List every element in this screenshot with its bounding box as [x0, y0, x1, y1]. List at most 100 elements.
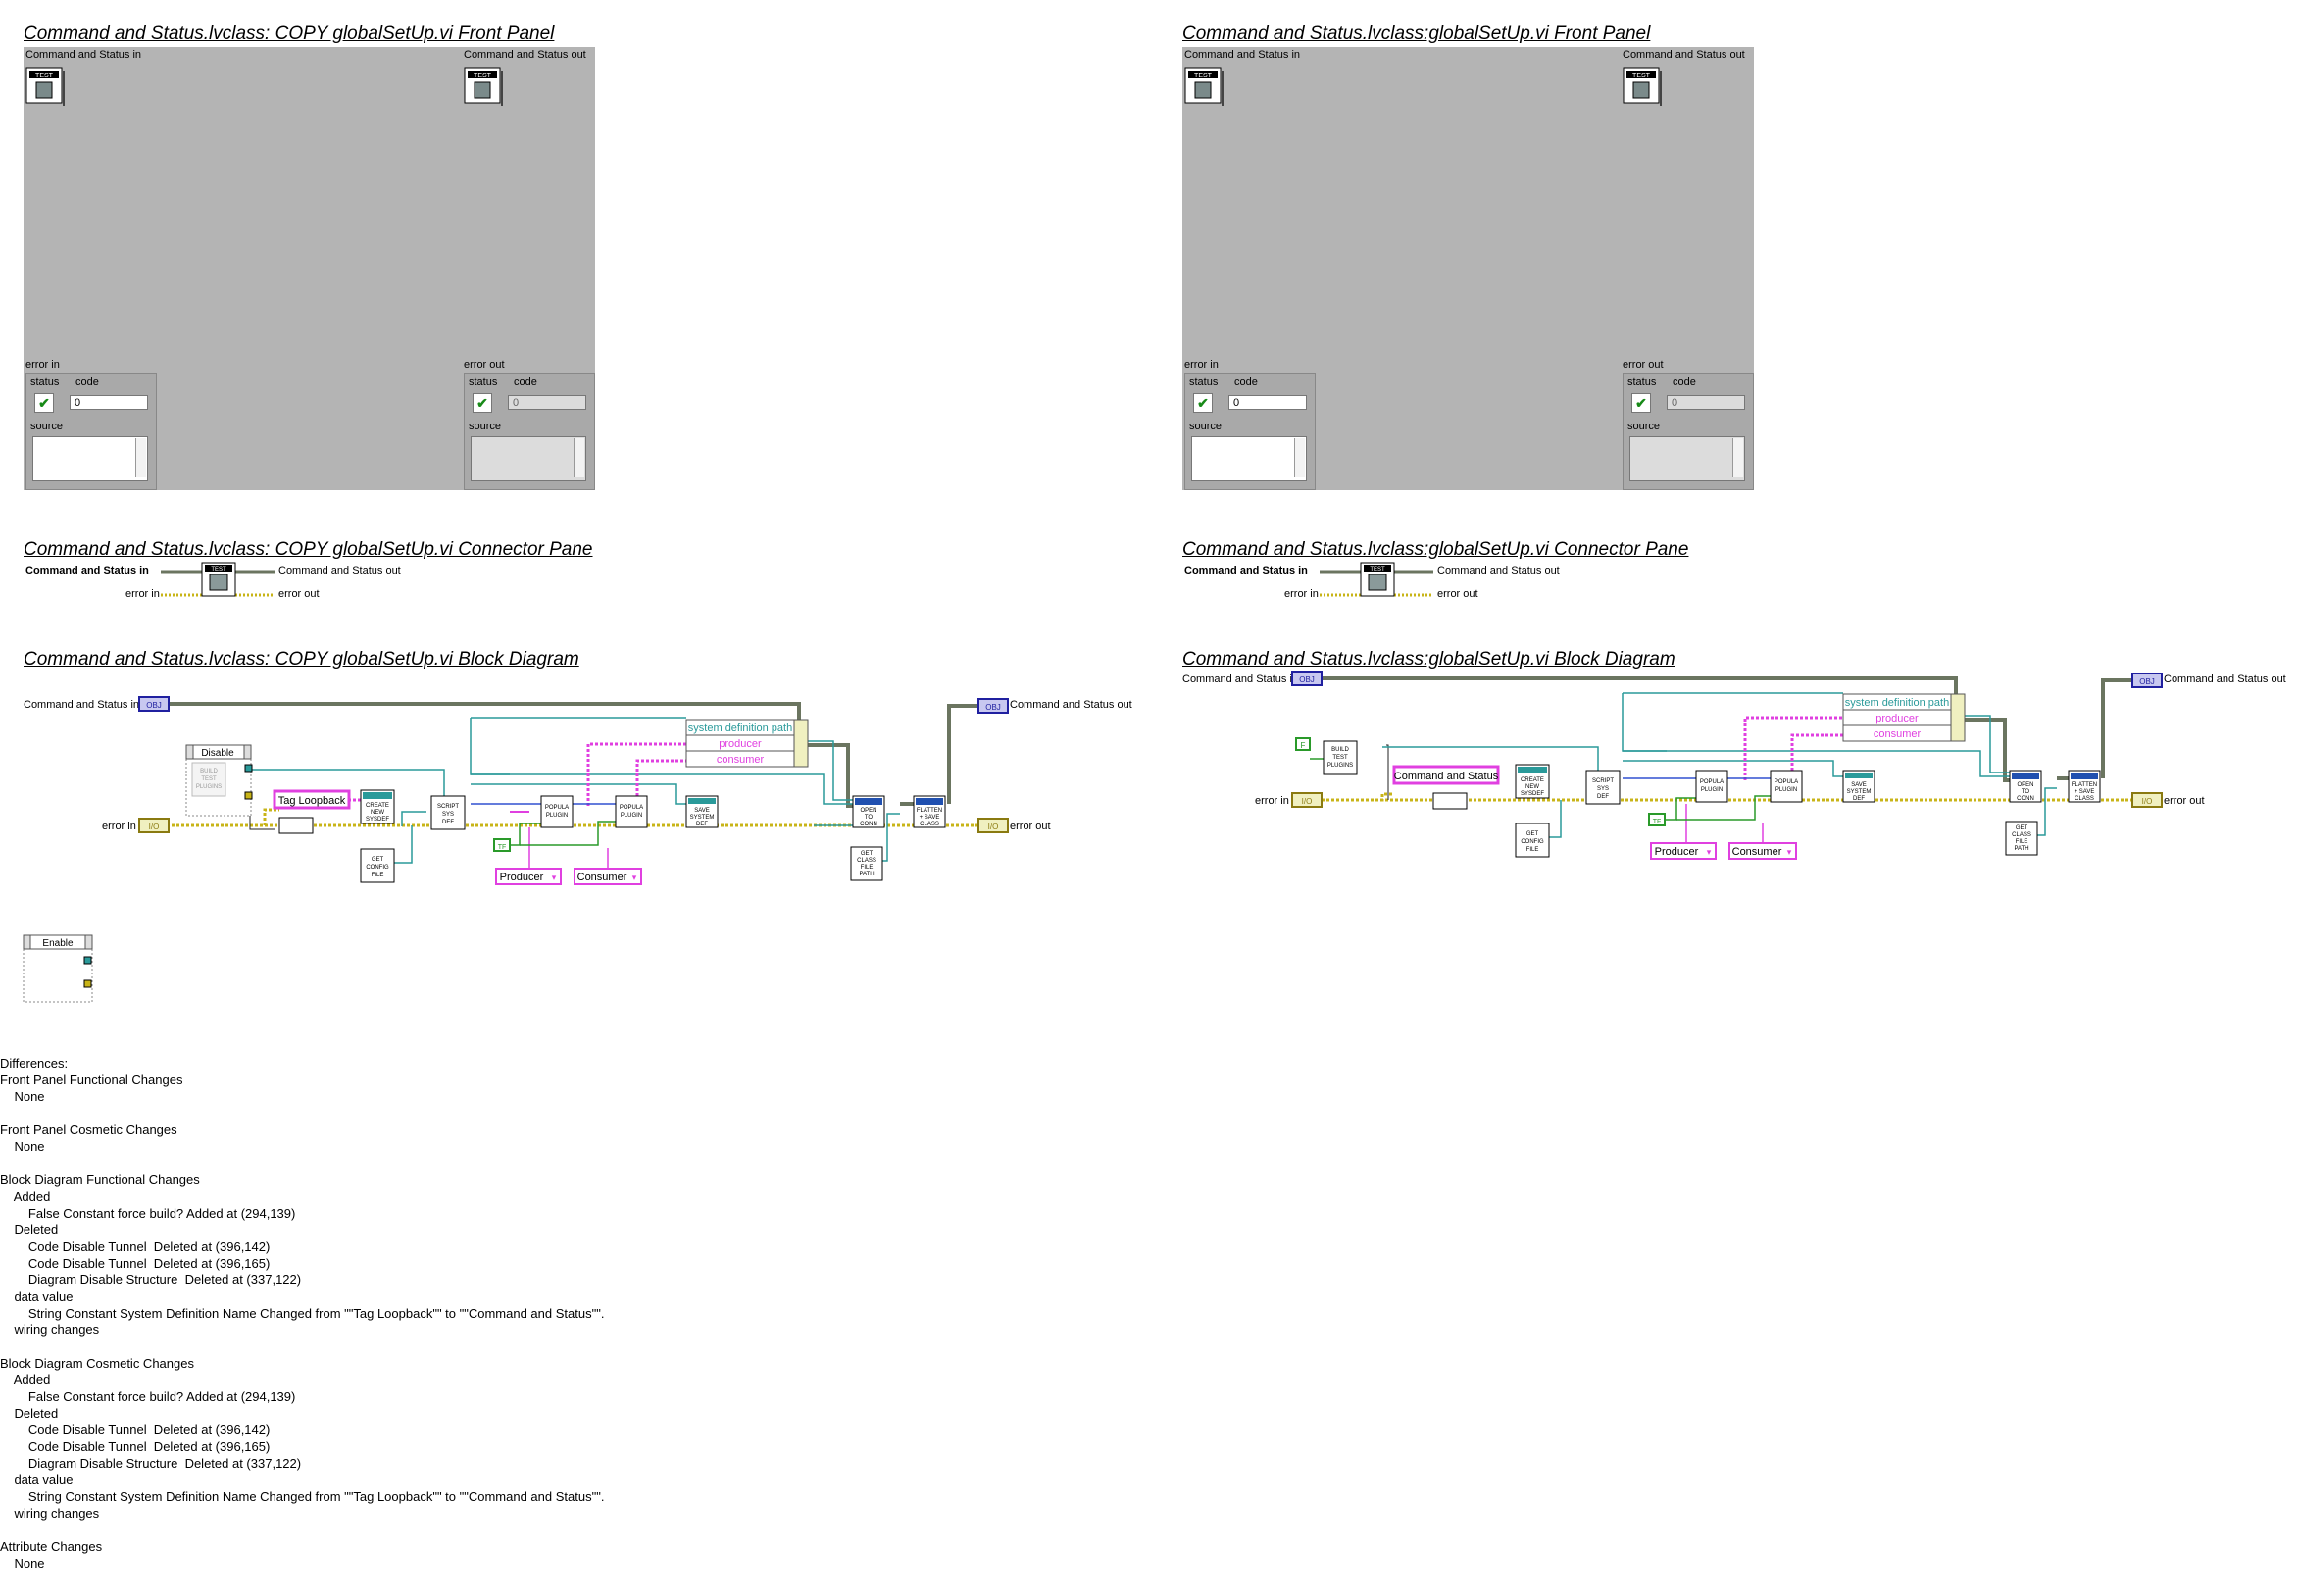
difference-line — [0, 1155, 604, 1172]
merge-errors-node[interactable] — [1432, 792, 1468, 810]
error-out-terminal[interactable]: I/O — [977, 818, 1009, 833]
source-field[interactable] — [32, 436, 148, 481]
consumer-enum[interactable]: Consumer▾ — [1728, 842, 1797, 860]
svg-text:CREATE: CREATE — [366, 803, 389, 809]
svg-text:PATH: PATH — [2014, 846, 2028, 852]
code-field[interactable]: 0 — [70, 395, 148, 410]
source-label: source — [1189, 421, 1223, 432]
left-front-panel: Command and Status in TEST Command and S… — [24, 47, 595, 490]
svg-text:producer: producer — [1875, 713, 1919, 724]
cp-wires: TEST — [1320, 562, 1433, 597]
false-constant[interactable]: F — [1295, 737, 1311, 751]
svg-text:TEST: TEST — [1332, 755, 1348, 761]
cmd-out-terminal[interactable]: OBJ — [977, 698, 1009, 714]
consumer-enum[interactable]: Consumer▾ — [574, 868, 642, 885]
status-check-icon[interactable]: ✔ — [1193, 393, 1213, 413]
error-in-terminal[interactable]: I/O — [1291, 792, 1323, 808]
svg-text:Consumer: Consumer — [577, 872, 627, 883]
difference-line: wiring changes — [0, 1322, 100, 1337]
status-label: status — [1189, 376, 1219, 388]
svg-text:Tag Loopback: Tag Loopback — [278, 795, 346, 807]
svg-text:GET: GET — [372, 857, 384, 863]
svg-text:TEST: TEST — [1370, 567, 1385, 573]
svg-text:producer: producer — [719, 738, 762, 750]
merge-errors-node[interactable] — [278, 817, 314, 834]
source-label: source — [1627, 421, 1661, 432]
error-out-terminal[interactable]: I/O — [2131, 792, 2163, 808]
difference-line: data value — [0, 1289, 74, 1304]
svg-text:TEST: TEST — [35, 73, 54, 79]
differences-list: Differences:Front Panel Functional Chang… — [0, 1055, 604, 1571]
source-field[interactable] — [1191, 436, 1307, 481]
svg-text:POPULA: POPULA — [620, 805, 643, 811]
diagram-disable-structure[interactable]: Disable BUILD TEST PLUGINS — [185, 744, 253, 817]
svg-text:▾: ▾ — [1707, 847, 1712, 857]
cmd-in-terminal[interactable]: OBJ — [1291, 671, 1323, 686]
svg-text:SCRIPT: SCRIPT — [437, 804, 459, 810]
enable-subdiagram[interactable]: Enable — [23, 934, 93, 1003]
cmd-in-control-icon[interactable]: TEST — [25, 67, 65, 106]
cp-error-out-label: error out — [278, 588, 320, 600]
cp-error-out-label: error out — [1437, 588, 1478, 600]
cmd-in-control-icon[interactable]: TEST — [1184, 67, 1224, 106]
enable-selector: Enable — [42, 938, 74, 949]
svg-text:TF: TF — [498, 844, 507, 851]
difference-line: Code Disable Tunnel Deleted at (396,142) — [0, 1422, 271, 1437]
error-in-cluster: status code ✔ 0 source — [25, 373, 157, 490]
svg-text:SYSTEM: SYSTEM — [690, 815, 715, 821]
command-and-status-constant[interactable]: Command and Status — [1392, 765, 1500, 785]
svg-text:+ SAVE: + SAVE — [920, 815, 940, 821]
source-field — [1629, 436, 1745, 481]
svg-text:POPULA: POPULA — [1775, 779, 1798, 785]
error-in-terminal[interactable]: I/O — [138, 818, 170, 833]
status-check-icon[interactable]: ✔ — [34, 393, 54, 413]
error-in-cluster: status code ✔ 0 source — [1184, 373, 1316, 490]
difference-line: String Constant System Definition Name C… — [0, 1306, 605, 1321]
svg-text:OPEN: OPEN — [860, 808, 876, 814]
right-bd-title: Command and Status.lvclass:globalSetUp.v… — [1182, 649, 1675, 670]
svg-text:TEST: TEST — [1194, 73, 1213, 79]
producer-enum[interactable]: Producer ▾ — [1650, 842, 1717, 860]
true-constant[interactable]: TF — [1648, 813, 1666, 826]
tag-loopback-constant[interactable]: Tag Loopback — [273, 789, 351, 810]
svg-text:SYS: SYS — [1597, 786, 1609, 792]
sysdef-bundle-node[interactable]: system definition path producer consumer — [685, 719, 809, 768]
svg-text:Producer: Producer — [1655, 846, 1699, 858]
svg-text:GET: GET — [2016, 825, 2028, 831]
cmd-in-terminal[interactable]: OBJ — [138, 696, 170, 712]
sysdef-bundle-node[interactable]: system definition path producer consumer — [1842, 693, 1966, 742]
svg-text:TEST: TEST — [474, 73, 492, 79]
difference-line: Code Disable Tunnel Deleted at (396,165) — [0, 1439, 271, 1454]
producer-enum[interactable]: Producer▾ — [495, 868, 562, 885]
code-field[interactable]: 0 — [1228, 395, 1307, 410]
code-label: code — [1673, 376, 1696, 388]
cmd-out-terminal[interactable]: OBJ — [2131, 673, 2163, 688]
svg-text:TEST: TEST — [1632, 73, 1651, 79]
status-label: status — [1627, 376, 1657, 388]
svg-text:CONN: CONN — [2017, 796, 2034, 802]
svg-text:DEF: DEF — [1853, 796, 1865, 802]
svg-text:DEF: DEF — [1597, 794, 1609, 800]
true-constant[interactable]: TF — [493, 838, 511, 852]
svg-text:SAVE: SAVE — [694, 808, 710, 814]
difference-line: Front Panel Cosmetic Changes — [0, 1122, 177, 1137]
